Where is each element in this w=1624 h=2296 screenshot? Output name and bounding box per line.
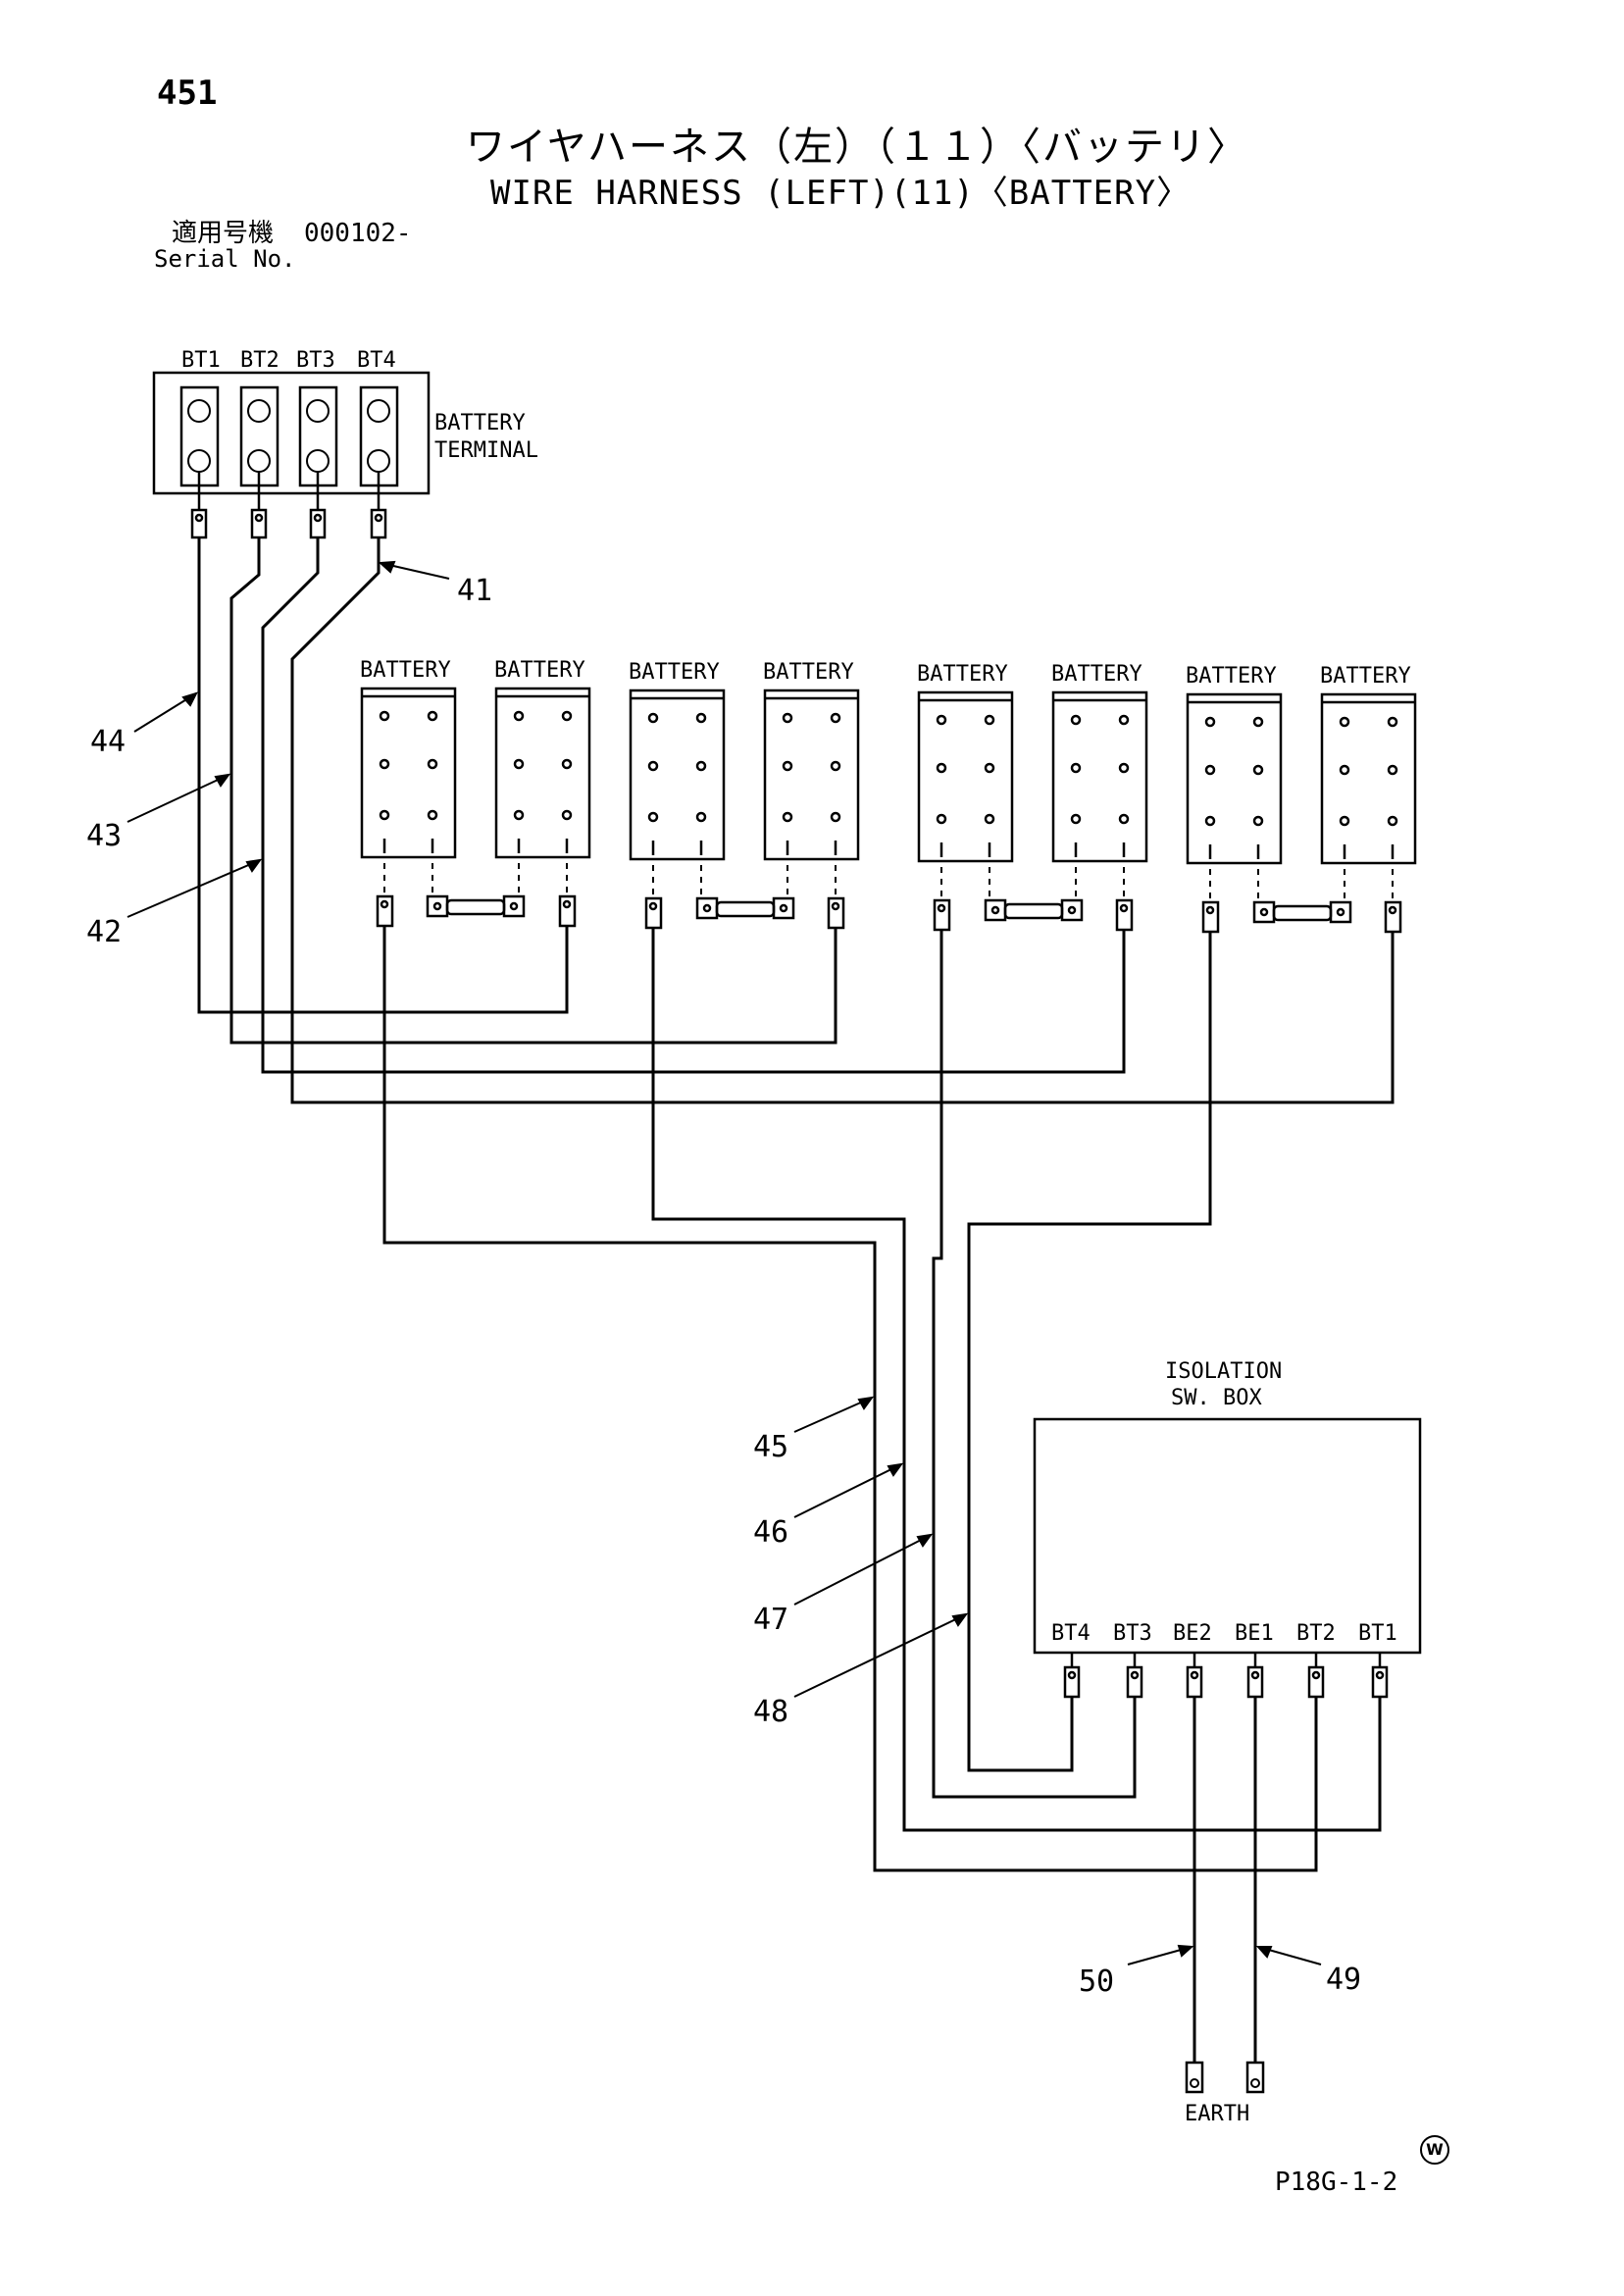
serial-label-english: Serial No.	[154, 245, 296, 273]
part-number-43: 43	[86, 819, 122, 853]
battery-terminal-block	[152, 371, 431, 495]
battery-terminal-label-1: BATTERY	[434, 411, 526, 435]
wire-46	[651, 928, 1382, 1832]
battery-label-6: BATTERY	[1051, 662, 1142, 687]
battery-2	[494, 687, 591, 859]
page-number: 451	[157, 74, 218, 113]
corner-mark: W	[1420, 2135, 1449, 2165]
battery-terminal-label-2: TERMINAL	[434, 438, 538, 463]
battery-8	[1320, 692, 1417, 865]
terminal-bt1	[179, 385, 220, 487]
serial-label-japanese: 適用号機	[172, 219, 275, 248]
battery-5	[917, 690, 1014, 863]
harness-wires-bottom	[382, 926, 1382, 1872]
part-number-50: 50	[1079, 1964, 1114, 1999]
battery-row	[360, 687, 1417, 865]
terminal-block-connectors	[190, 472, 387, 539]
isobox-label-be2: BE2	[1173, 1621, 1212, 1646]
serial-value: 000102-	[304, 219, 412, 248]
battery-label-1: BATTERY	[360, 658, 451, 683]
isobox-label-bt4: BT4	[1051, 1621, 1091, 1646]
isobox-label-bt2: BT2	[1296, 1621, 1336, 1646]
isolation-box-label-2: SW. BOX	[1171, 1386, 1262, 1410]
battery-jumper-cables	[426, 894, 1352, 924]
part-number-47: 47	[753, 1603, 788, 1637]
earth-wires	[1185, 1697, 1265, 2094]
isobox-label-bt3: BT3	[1113, 1621, 1152, 1646]
wire-43	[229, 537, 837, 1045]
title-english: WIRE HARNESS (LEFT)(11)〈BATTERY〉	[490, 174, 1192, 213]
battery-1	[360, 687, 457, 859]
part-number-45: 45	[753, 1430, 788, 1464]
wire-45	[382, 926, 1318, 1872]
label-bt2: BT2	[240, 348, 279, 373]
isobox-label-bt1: BT1	[1358, 1621, 1397, 1646]
part-number-44: 44	[90, 725, 126, 759]
earth-label: EARTH	[1185, 2102, 1249, 2126]
part-number-41: 41	[457, 574, 492, 608]
part-number-48: 48	[753, 1695, 788, 1729]
battery-label-5: BATTERY	[917, 662, 1008, 687]
isolation-box-label-1: ISOLATION	[1165, 1359, 1282, 1384]
part-number-46: 46	[753, 1515, 788, 1550]
battery-label-4: BATTERY	[763, 660, 854, 685]
terminal-bt2	[239, 385, 279, 487]
wire-42	[261, 537, 1126, 1074]
isolation-switch-box	[1033, 1417, 1422, 1699]
title-japanese: ワイヤハーネス（左）（１１）〈バッテリ〉	[466, 125, 1248, 170]
label-bt1: BT1	[181, 348, 221, 373]
label-bt3: BT3	[296, 348, 335, 373]
battery-3	[629, 689, 726, 861]
battery-lug-connectors	[376, 894, 1402, 934]
battery-label-3: BATTERY	[629, 660, 720, 685]
battery-6	[1051, 690, 1148, 863]
leader-lines	[127, 560, 1322, 1965]
label-bt4: BT4	[357, 348, 396, 373]
battery-label-7: BATTERY	[1186, 664, 1277, 689]
part-number-49: 49	[1326, 1963, 1361, 1997]
battery-label-2: BATTERY	[494, 658, 585, 683]
battery-label-8: BATTERY	[1320, 664, 1411, 689]
harness-wires-top	[197, 537, 1395, 1104]
battery-7	[1186, 692, 1283, 865]
wire-47	[932, 930, 1137, 1799]
terminal-bt4	[359, 385, 399, 487]
battery-terminal-drops	[383, 863, 1394, 900]
wire-48	[967, 932, 1212, 1772]
drawing-code: P18G-1-2	[1275, 2168, 1398, 2197]
terminal-bt3	[298, 385, 338, 487]
isobox-label-be1: BE1	[1235, 1621, 1274, 1646]
battery-4	[763, 689, 860, 861]
part-number-42: 42	[86, 915, 122, 949]
wire-41	[290, 537, 1395, 1104]
